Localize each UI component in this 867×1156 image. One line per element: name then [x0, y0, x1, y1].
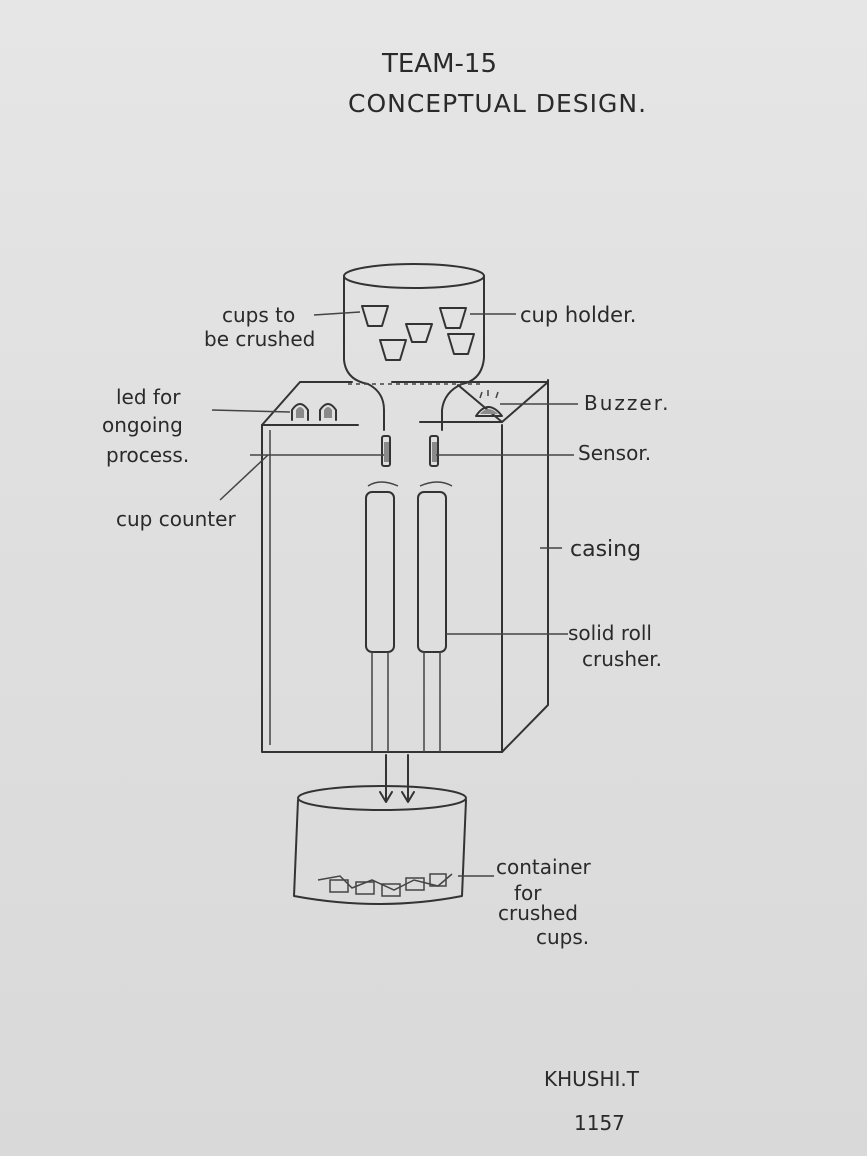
- design-title: CONCEPTUAL DESIGN.: [348, 89, 647, 118]
- label-led-for: led for: [116, 385, 181, 409]
- label-sensor: Sensor.: [578, 441, 651, 465]
- team-title: TEAM-15: [381, 49, 497, 79]
- solid-roll-crusher: [366, 482, 452, 752]
- flow-arrows: [380, 755, 414, 802]
- casing-box: [262, 380, 548, 752]
- label-casing: casing: [570, 537, 641, 562]
- cup-holder-funnel: [344, 264, 484, 430]
- sensors: [382, 436, 438, 466]
- container-for-crushed-cups: [294, 786, 466, 904]
- label-container: container: [496, 855, 592, 879]
- led-indicators: [292, 404, 336, 420]
- cups-in-holder: [362, 306, 474, 360]
- label-crushed: crushed: [498, 901, 578, 925]
- label-cup-holder: cup holder.: [520, 303, 636, 327]
- label-cup-counter: cup counter: [116, 507, 236, 531]
- label-be-crushed: be crushed: [204, 327, 315, 351]
- label-cups: cups.: [536, 925, 589, 949]
- label-process: process.: [106, 443, 189, 467]
- signature-name: KHUSHI.T: [544, 1067, 640, 1091]
- label-ongoing: ongoing: [102, 413, 183, 437]
- label-crusher: crusher.: [582, 647, 662, 671]
- label-solid-roll: solid roll: [568, 621, 652, 645]
- signature-number: 1157: [574, 1111, 625, 1135]
- label-buzzer: Buzzer.: [584, 391, 670, 415]
- label-cups-to: cups to: [222, 303, 295, 327]
